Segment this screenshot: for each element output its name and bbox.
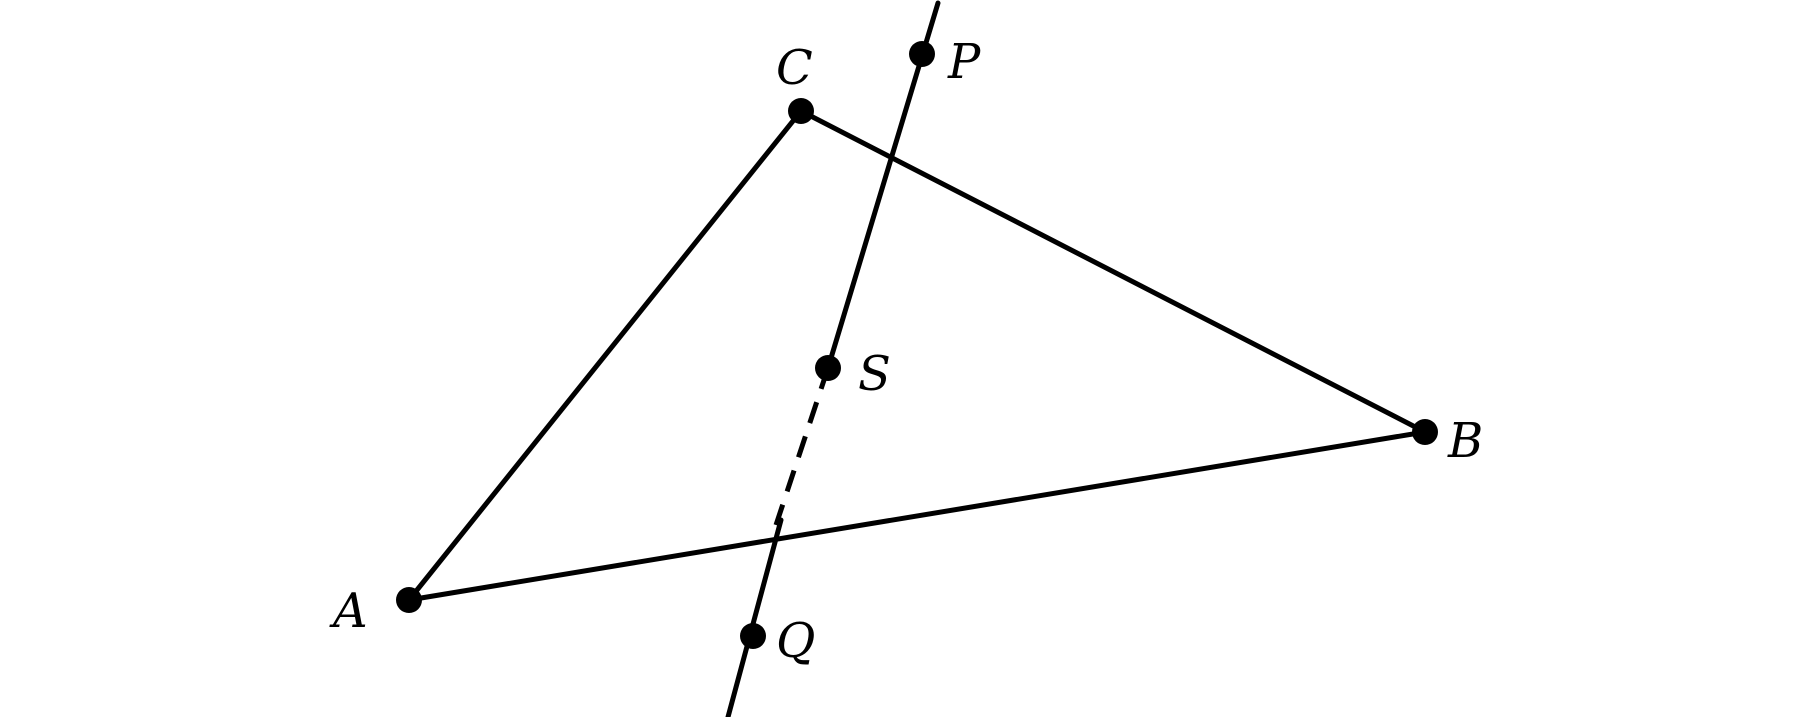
label-q: Q (776, 613, 815, 669)
point-b-dot (1412, 419, 1438, 445)
label-c: C (776, 40, 813, 96)
point-q-dot (740, 623, 766, 649)
point-c-dot (788, 98, 814, 124)
segment-ac (406, 108, 804, 603)
label-b: B (1447, 413, 1483, 469)
point-s-dot (815, 355, 841, 381)
point-a-dot (396, 587, 422, 613)
line-q-solid (725, 517, 784, 717)
point-p-dot (909, 41, 935, 67)
label-p: P (947, 34, 981, 90)
segment-ab (406, 429, 1428, 603)
label-s: S (858, 346, 891, 402)
line-sq-dashed (773, 367, 831, 526)
label-a: A (329, 583, 368, 639)
segment-cb (798, 108, 1428, 435)
